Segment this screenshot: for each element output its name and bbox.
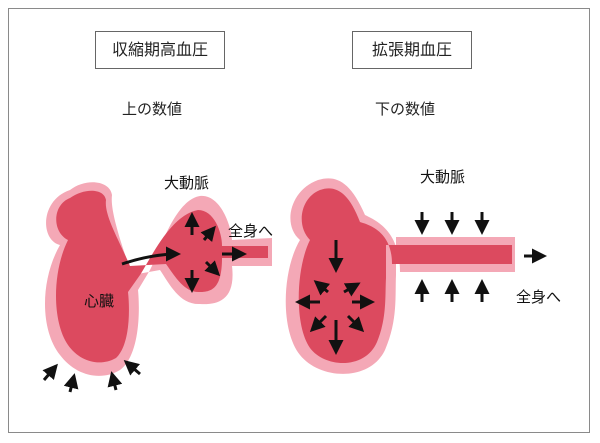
squeeze-arrow-2 xyxy=(70,376,74,392)
diastolic-heart-inner xyxy=(299,188,512,363)
heart-label: 心臓 xyxy=(84,290,114,311)
squeeze-arrow-1 xyxy=(44,366,56,380)
diastolic-heart-group xyxy=(286,178,515,374)
diastolic-flow-label: 全身へ xyxy=(516,286,561,307)
systolic-aorta-label: 大動脈 xyxy=(164,172,209,193)
squeeze-arrow-4 xyxy=(126,362,140,374)
diastolic-aorta-label: 大動脈 xyxy=(420,166,465,187)
systolic-heart-inner xyxy=(56,191,268,363)
systolic-heart-group xyxy=(45,182,272,376)
squeeze-arrow-3 xyxy=(112,374,116,390)
systolic-flow-label: 全身へ xyxy=(228,220,273,241)
